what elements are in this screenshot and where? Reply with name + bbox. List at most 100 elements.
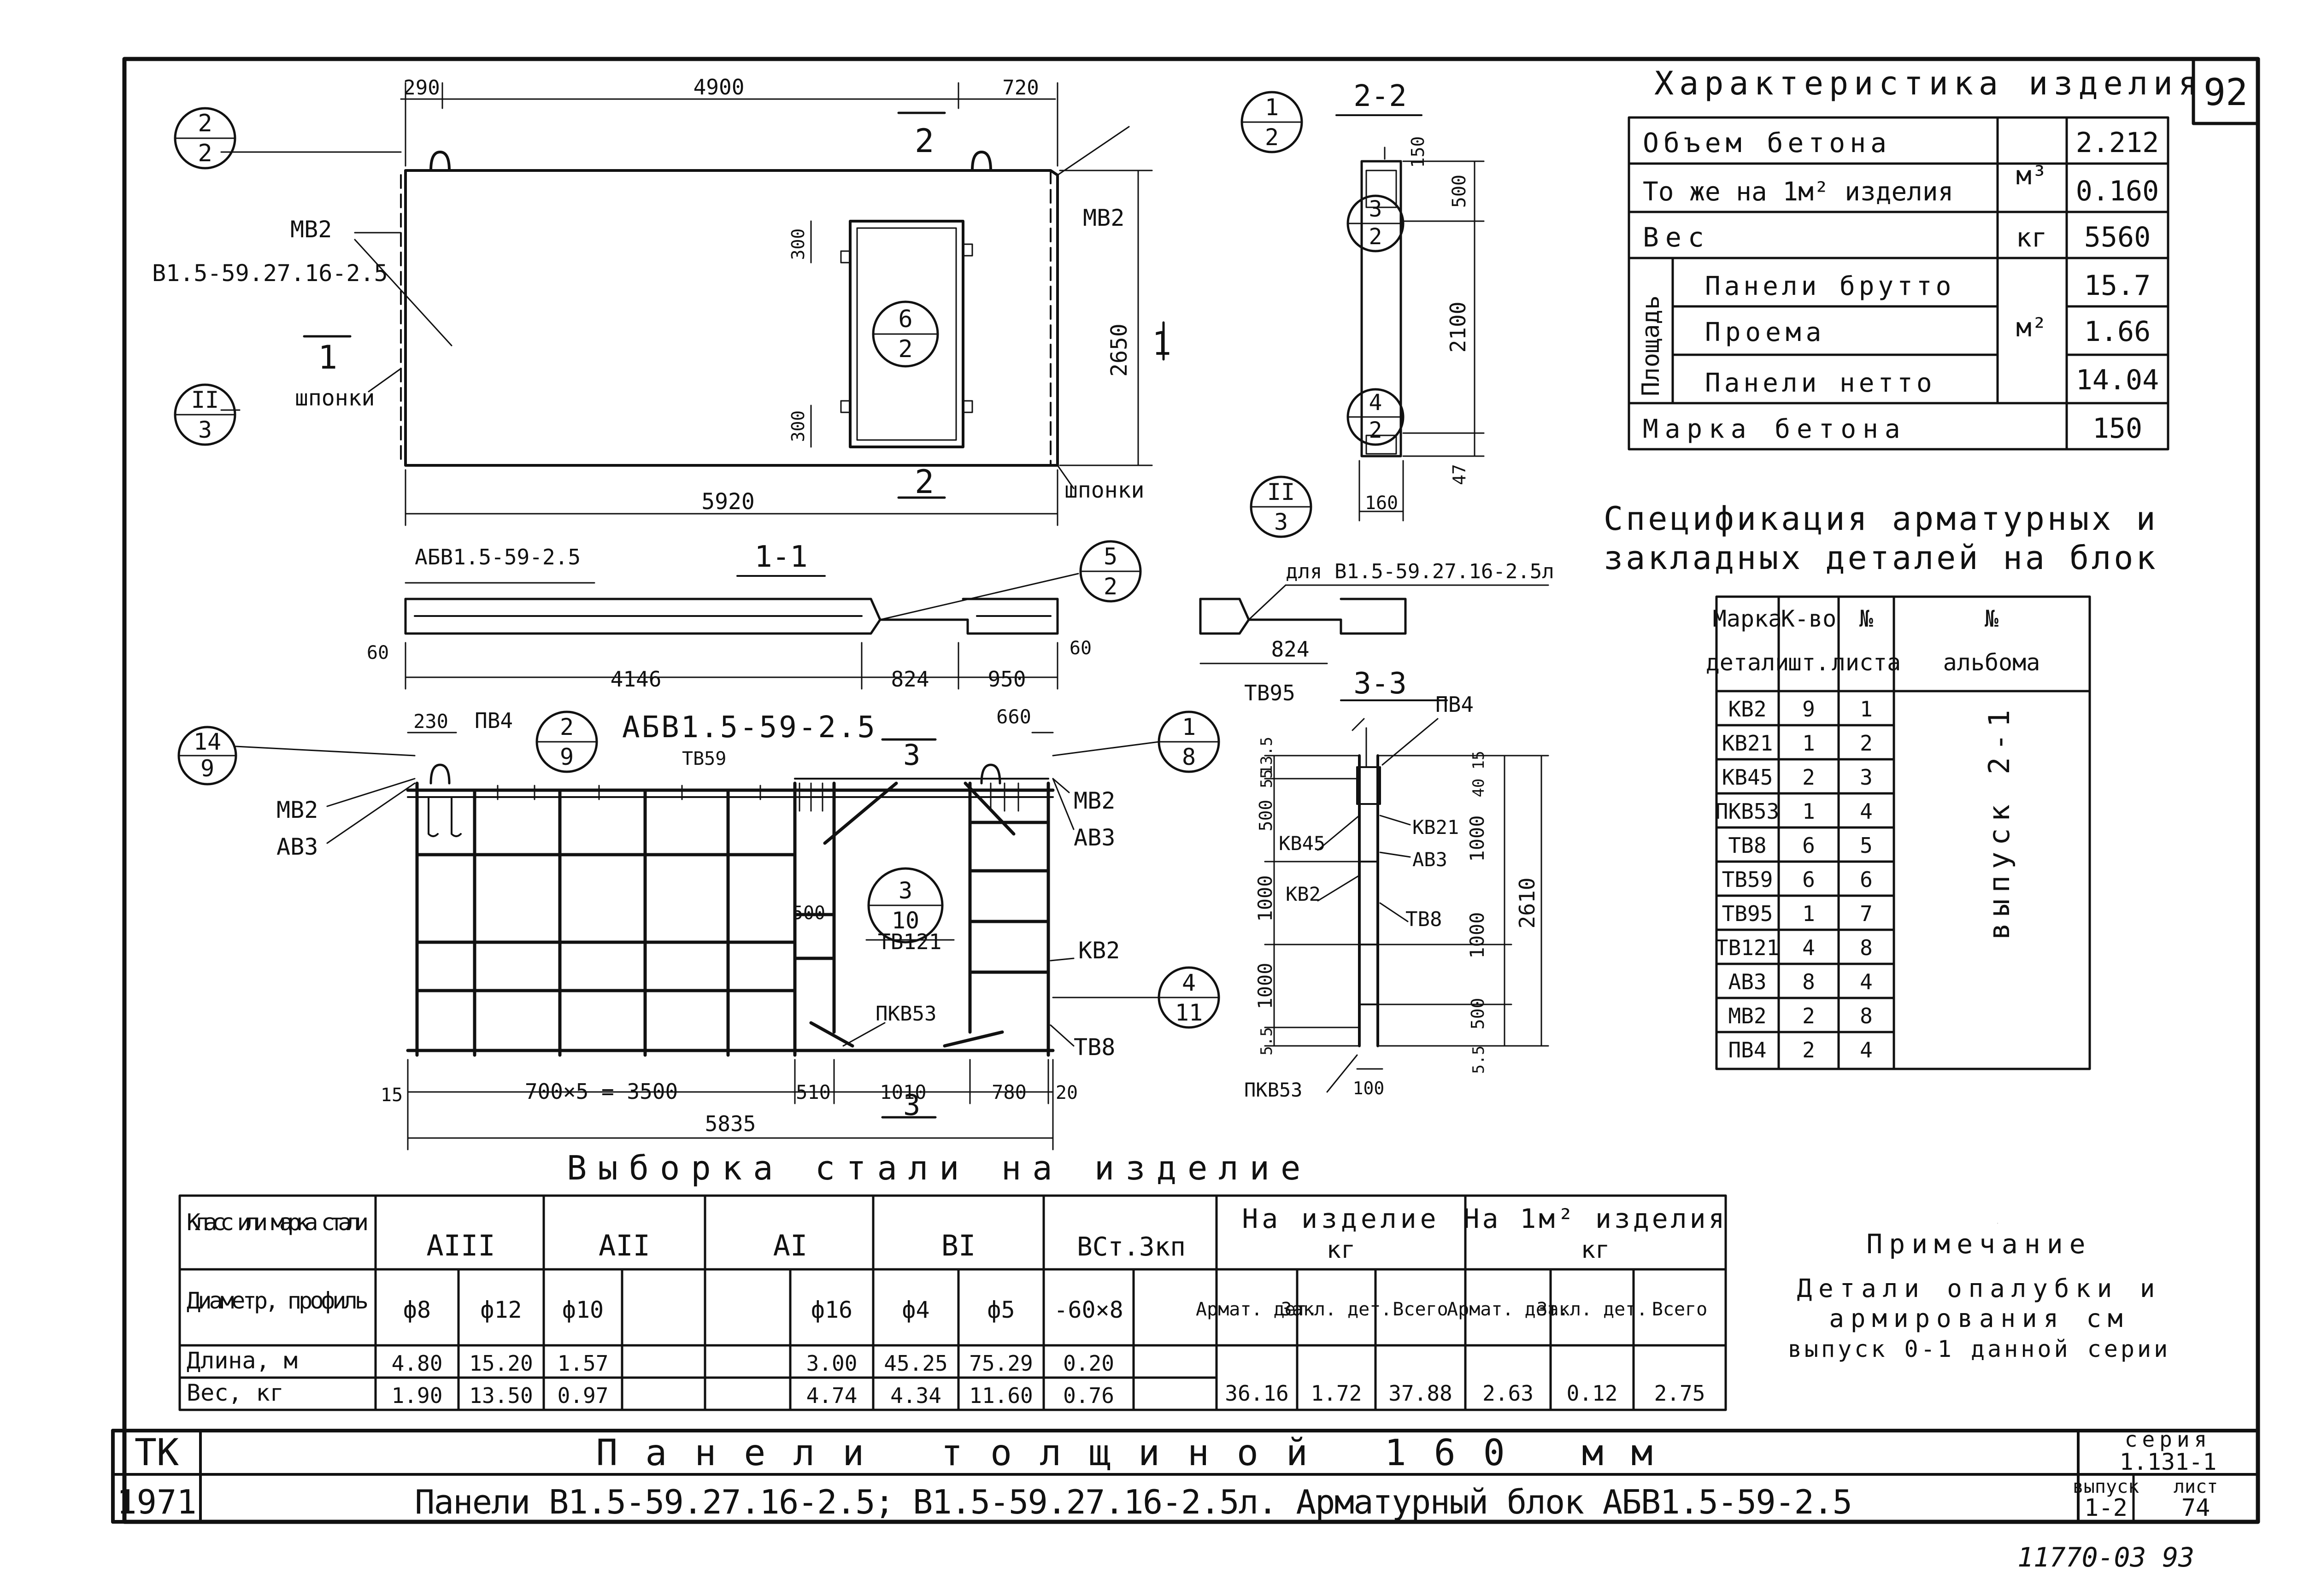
steel-title: Выборка стали на изделие [567,1149,1311,1187]
steel-total-cell: 2.63 [1482,1381,1534,1406]
spec-row-qty: 6 [1802,867,1815,892]
sec-mark-3-bot: 3 [903,1088,920,1122]
callout-6-2-bot: 2 [898,335,912,363]
callout-2-9-bot: 9 [560,744,574,770]
label-tv8-section: ТВ8 [1405,908,1442,931]
characteristics-table-grid [1628,116,2169,451]
note-line-3: выпуск 0-1 данной серии [1788,1336,2170,1362]
label-tv8-cage: ТВ8 [1074,1034,1115,1061]
steel-diameter-cell: ф4 [902,1297,929,1323]
tb-year: 1971 [117,1483,196,1521]
area-group-label: Площадь [1637,295,1665,396]
steel-subheader: Армат. дет. [1447,1299,1569,1320]
tb-issue-value: 1-2 [2084,1494,2128,1522]
steel-length-cell: 0.20 [1063,1351,1114,1376]
characteristics-title: Характеристика изделия [1654,65,2203,102]
label-tv95: ТВ95 [1244,681,1295,705]
tb-org: ТК [135,1431,179,1474]
label-ab3-cage-left: АВ3 [276,833,318,860]
spec-row-mark: КВ21 [1722,731,1773,756]
dim-40: 40 [1469,779,1488,798]
steel-length-label: Длина, м [187,1347,298,1374]
panel-elevation [220,82,1165,526]
volume-unit: м³ [2016,161,2047,191]
label-abv-cage: АБВ1.5-59-2.5 [622,710,877,745]
note-line-2: армирования см [1829,1304,2129,1333]
spec-row-sheet: 6 [1860,867,1873,892]
weight-value: 5560 [2084,221,2151,253]
dim-824: 824 [891,667,929,692]
weight-label: Вес [1643,222,1710,253]
steel-class-a3: АIII [426,1229,495,1262]
cage-dimensions [235,732,1208,1150]
callout-ii-3-bot: 3 [198,417,212,443]
weight-unit: кг [2016,223,2047,253]
label-kv21: КВ21 [1412,816,1459,839]
callout-4-11-top: 4 [1182,969,1196,996]
spec-row-qty: 8 [1802,969,1815,994]
spec-h-mark-2: детали [1706,649,1789,676]
spec-row-qty: 2 [1802,765,1815,790]
label-mv2-left: МВ2 [290,216,332,243]
callout-2-2-top: 2 [198,110,212,137]
tb-subtitle: Панели В1.5-59.27.16-2.5; В1.5-59.27.16-… [415,1483,1852,1521]
dim-5-5a: 5.5 [1258,1027,1276,1055]
steel-diam-label: Диаметр, профиль [187,1287,369,1314]
label-pv4-section: ПВ4 [1435,692,1474,717]
dim-15: 15 [381,1085,403,1106]
section-1-1 [404,573,1549,690]
dim-5835: 5835 [705,1111,756,1136]
spec-row-qty: 2 [1802,1038,1815,1062]
grade-label: Марка бетона [1643,414,1907,444]
steel-weight-cell: 0.76 [1063,1383,1114,1408]
steel-diameter-cell: ф16 [811,1297,852,1323]
spec-row-sheet: 2 [1860,731,1873,756]
spec-row-sheet: 8 [1860,1003,1873,1028]
label-pkv53-cage: ПКВ53 [876,1002,936,1026]
label-ab3-section: АВ3 [1412,848,1447,871]
spec-row-mark: ПКВ53 [1716,799,1779,824]
spec-row-sheet: 4 [1860,799,1873,824]
steel-per-item-label: На изделие [1242,1203,1440,1234]
spec-row-mark: КВ2 [1728,697,1766,722]
steel-class-vst: ВСт.3кп [1077,1232,1186,1262]
dim-660: 660 [996,705,1031,728]
dim-1000d: 1000 [1466,912,1488,958]
label-panel-mark: В1.5-59.27.16-2.5 [152,260,388,287]
dim-720: 720 [1002,76,1039,100]
section-3-3-title: 3-3 [1353,667,1407,701]
steel-total-cell: 2.75 [1654,1381,1705,1406]
dim-100: 100 [1353,1078,1385,1098]
dim-500-s22: 500 [1449,175,1470,208]
steel-per-m2-kg: кг [1581,1236,1610,1264]
steel-total-cell: 36.16 [1225,1381,1288,1406]
spec-row-qty: 9 [1802,697,1815,722]
label-tv59: ТВ59 [682,748,726,769]
spec-row-sheet: 5 [1860,833,1873,858]
steel-subheader: Всего [1393,1299,1448,1320]
steel-class-label: Класс или марка стали [187,1209,369,1236]
gross-value: 15.7 [2084,270,2151,302]
steel-subheader: Закл. дет. [1281,1299,1392,1320]
dim-290: 290 [403,76,440,100]
steel-class-b1: ВI [941,1229,976,1262]
dim-510: 510 [796,1081,831,1103]
label-kv45: КВ45 [1279,832,1325,855]
steel-diameter-cell: ф5 [987,1297,1015,1323]
callout-14-9-bot: 9 [200,755,214,782]
tb-sheet-value: 74 [2181,1494,2210,1522]
steel-length-cell: 15.20 [469,1351,533,1376]
sheet-number-box [2192,57,2260,125]
steel-weight-cell: 13.50 [469,1383,533,1408]
dim-300b: 300 [788,411,808,442]
sec-mark-1-right: 1 [1152,325,1171,363]
spec-title-2: закладных деталей на блок [1604,539,2158,577]
tb-issue-label: выпуск [2073,1476,2139,1497]
grade-value: 150 [2092,412,2142,445]
label-pkv53-section: ПКВ53 [1244,1079,1302,1101]
callout-1-2-top: 1 [1265,94,1279,121]
callout-5-2-bot: 2 [1104,573,1117,600]
spec-row-qty: 1 [1802,731,1815,756]
